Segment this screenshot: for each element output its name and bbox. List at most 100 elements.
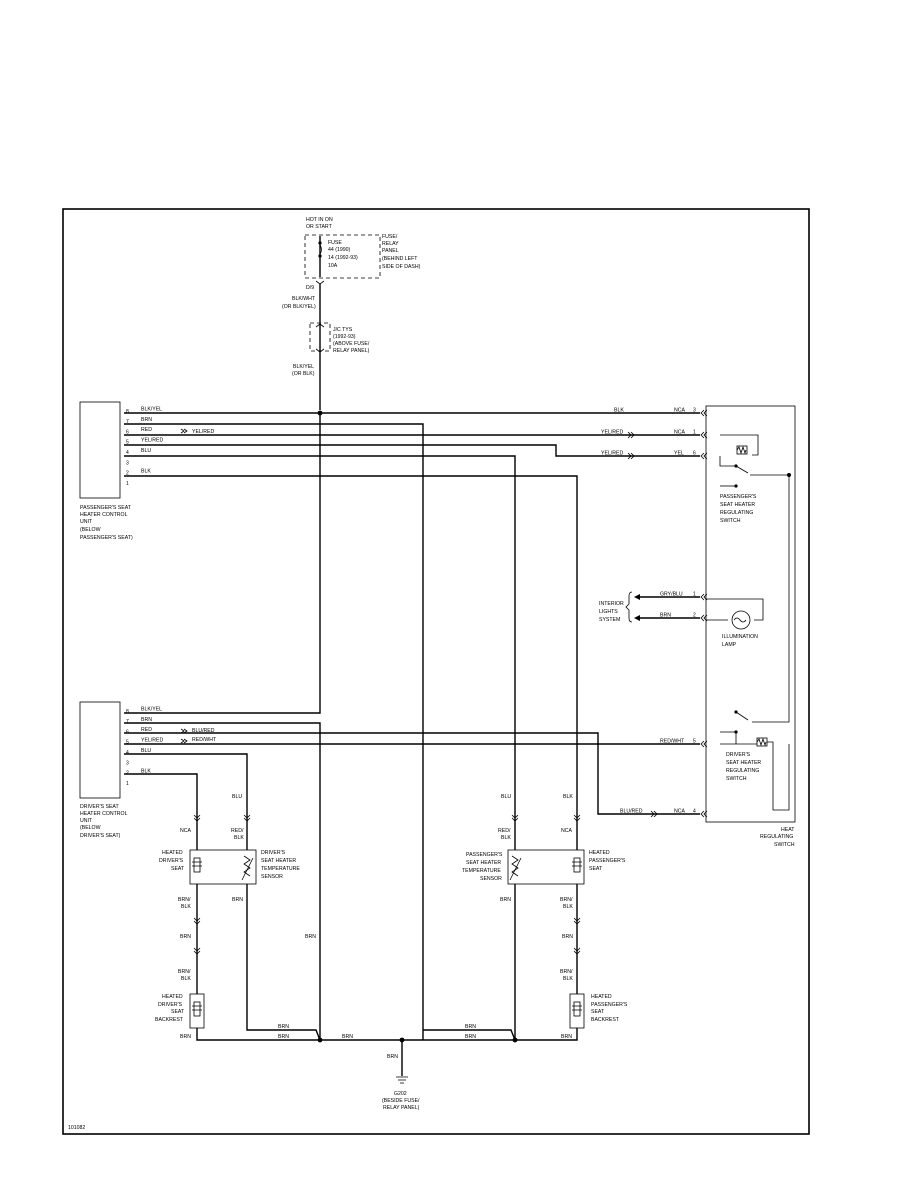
passenger-unit-wire-label: BLU xyxy=(141,448,151,454)
lamp-label-2: LAMP xyxy=(722,642,737,648)
ground-brn-long-label: BRN xyxy=(305,934,316,940)
driver-unit-label-4: (BELOW xyxy=(80,825,101,831)
driver-seat-circuit: NCA BLU RED/ BLK HEATED DRIVER'S SEAT DR… xyxy=(155,794,321,1041)
drv-backrest-box xyxy=(189,993,205,1029)
panel-label-5: SIDE OF DASH) xyxy=(382,264,421,270)
drv-seat-label-2: DRIVER'S xyxy=(159,858,184,864)
pass-switch-label-4: SWITCH xyxy=(720,518,741,524)
ground-brn-mid-label: BRN xyxy=(342,1034,353,1040)
pass-brnblk2-label-2: BLK xyxy=(563,976,573,982)
fuse-label-1: FUSE xyxy=(328,240,342,246)
wire-blkwht-label-2: (OR BLK/YEL) xyxy=(282,304,316,310)
drv-sensor-brn-label: BRN xyxy=(232,897,243,903)
switch-conn-label: NCA xyxy=(674,809,685,815)
passenger-unit-wire-label: YEL/RED xyxy=(141,438,163,444)
pass-backrest-label-3: SEAT xyxy=(591,1009,605,1015)
passenger-unit-label-1: PASSENGER'S SEAT xyxy=(80,505,132,511)
driver-redwht-label: RED/WHT xyxy=(192,737,217,743)
switch-pin-label: 4 xyxy=(693,809,696,815)
wire-blkyel-label-1: BLK/YEL xyxy=(293,364,314,370)
pass-redblk-label-1: RED/ xyxy=(498,828,511,834)
drv-seat-label-3: SEAT xyxy=(171,866,185,872)
driver-unit-pin-3: 3 xyxy=(126,760,129,766)
drv-nca-label: NCA xyxy=(180,828,191,834)
driver-unit-wire-label: BRN xyxy=(141,717,152,723)
interior-label-1: INTERIOR xyxy=(599,601,624,607)
hot-label-2: OR START xyxy=(306,224,333,230)
fuse-relay-panel-box xyxy=(304,234,381,279)
pass-backrest-box xyxy=(569,993,585,1029)
switch-pin-label: 1 xyxy=(693,430,696,436)
passenger-unit-pin-2: 2 xyxy=(126,471,129,477)
switch-housing xyxy=(705,405,796,823)
interior-lights: INTERIOR LIGHTS SYSTEM xyxy=(599,591,700,623)
fuse-label-4: 10A xyxy=(328,263,338,269)
pass-seat-box xyxy=(507,849,585,885)
driver-blured-label: BLU/RED xyxy=(192,728,215,734)
switch-conn-label: NCA xyxy=(674,430,685,436)
switch-wire-label: RED/WHT xyxy=(660,739,685,745)
driver-unit-label-5: DRIVER'S SEAT) xyxy=(80,833,121,839)
passenger-unit-pin-1: 1 xyxy=(126,481,129,487)
passenger-unit-pin-4: 4 xyxy=(126,450,129,456)
switch-wire-label: GRY/BLU xyxy=(660,592,683,598)
switch-wire-label: BLU/RED xyxy=(620,809,643,815)
driver-unit-pin-1: 1 xyxy=(126,781,129,787)
figure-id: 101082 xyxy=(68,1125,85,1131)
passenger-unit-pin-8: 8 xyxy=(126,409,129,415)
driver-wiring xyxy=(124,413,700,1040)
pass-seat-label-3: SEAT xyxy=(589,866,603,872)
pass-sensor-label-3: TEMPERATURE xyxy=(462,868,501,874)
panel-label-2: RELAY xyxy=(382,241,399,247)
pass-sensor-label-1: PASSENGER'S xyxy=(466,852,503,858)
passenger-unit-pin-3: 3 xyxy=(126,460,129,466)
driver-unit-wire-label: RED xyxy=(141,727,152,733)
power-supply: HOT IN ON OR START FUSE 44 (1990) 14 (19… xyxy=(282,217,421,410)
drv-brn-b-label: BRN xyxy=(278,1024,289,1030)
switch-conn-label: YEL xyxy=(674,451,684,457)
passenger-unit-wire-label: BLK/YEL xyxy=(141,407,162,413)
pass-switch-label-1: PASSENGER'S xyxy=(720,494,757,500)
pass-brnblk2-label-1: BRN/ xyxy=(560,969,573,975)
ground-label-2: (BESIDE FUSE/ xyxy=(382,1098,420,1104)
jc-label-4: RELAY PANEL) xyxy=(333,348,370,354)
drv-switch-label-1: DRIVER'S xyxy=(726,752,751,758)
passenger-unit-label-5: PASSENGER'S SEAT) xyxy=(80,535,133,541)
driver-unit-pin-4: 4 xyxy=(126,750,129,756)
pass-brn-a-label: BRN xyxy=(562,934,573,940)
driver-unit-wire-label: BLU xyxy=(141,748,151,754)
pass-seat-label-1: HEATED xyxy=(589,850,610,856)
drv-sensor-label-4: SENSOR xyxy=(261,874,283,880)
passenger-wiring xyxy=(124,410,700,1040)
passenger-unit-pin-6: 6 xyxy=(126,429,129,435)
passenger-unit-label-2: HEATER CONTROL xyxy=(80,512,128,518)
drv-sensor-label-3: TEMPERATURE xyxy=(261,866,300,872)
heat-switch-label-2: REGULATING xyxy=(760,834,793,840)
passenger-yelred-label: YEL/RED xyxy=(192,429,214,435)
fuse-label-3: 14 (1992-93) xyxy=(328,255,358,261)
switch-pin-label: 6 xyxy=(693,451,696,457)
drv-switch-label-4: SWITCH xyxy=(726,776,747,782)
panel-label-1: FUSE/ xyxy=(382,234,398,240)
passenger-unit-pin-5: 5 xyxy=(126,440,129,446)
drv-brn-bottom-label: BRN xyxy=(180,1034,191,1040)
passenger-unit-wire-label: BRN xyxy=(141,417,152,423)
pass-backrest-label-2: PASSENGER'S xyxy=(591,1002,628,1008)
switch-pin-label: 3 xyxy=(693,408,696,414)
passenger-unit-box xyxy=(79,401,121,499)
pass-sensor-brn-label: BRN xyxy=(500,897,511,903)
diagram-frame xyxy=(62,208,810,1135)
switch-conn-label: NCA xyxy=(674,408,685,414)
ground-label-3: RELAY PANEL) xyxy=(383,1105,420,1111)
drv-brnblk2-label-2: BLK xyxy=(181,976,191,982)
drv-backrest-label-2: DRIVER'S xyxy=(158,1002,183,1008)
driver-unit-pin-7: 7 xyxy=(126,719,129,725)
switch-wire-label: BRN xyxy=(660,613,671,619)
jc-label-2: (1992-93) xyxy=(333,334,356,340)
jc-label-3: (ABOVE FUSE/ xyxy=(333,341,370,347)
interior-label-3: SYSTEM xyxy=(599,617,620,623)
drv-brnblk-label-1: BRN/ xyxy=(178,897,191,903)
pass-backrest-label-1: HEATED xyxy=(591,994,612,1000)
